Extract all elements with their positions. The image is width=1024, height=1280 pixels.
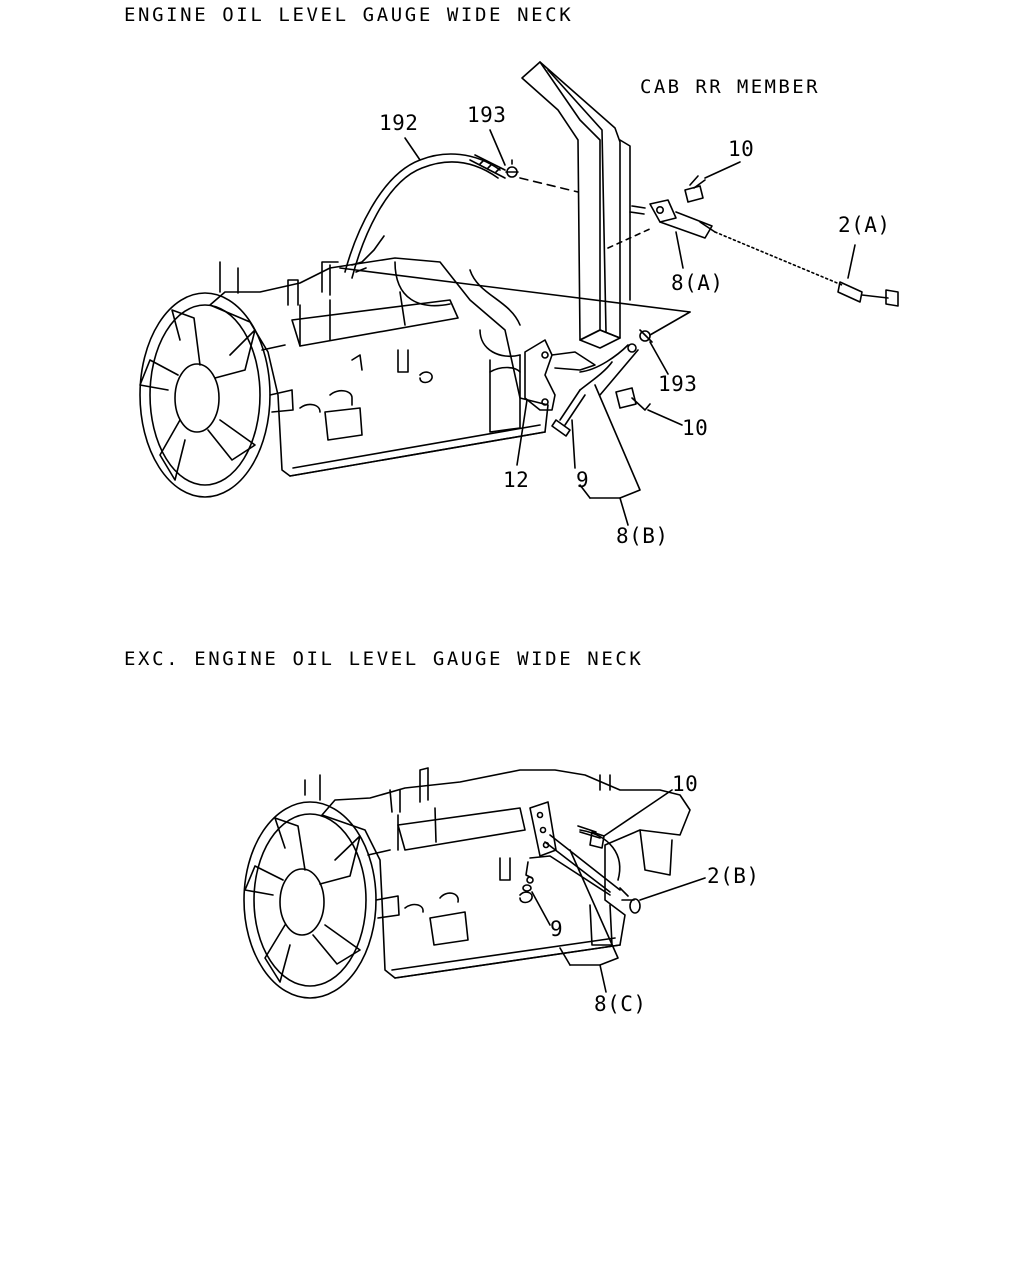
guide-tube-8b xyxy=(552,344,638,468)
cooling-fan-2 xyxy=(244,802,399,998)
cab-rr-member xyxy=(522,62,630,348)
label-part-193-lower: 193 xyxy=(658,372,698,396)
diagram-1-title: ENGINE OIL LEVEL GAUGE WIDE NECK xyxy=(124,4,574,26)
label-part-8b: 8(B) xyxy=(616,524,669,548)
cooling-fan xyxy=(140,293,293,497)
engine-block-2 xyxy=(305,768,690,978)
bolt-10-upper xyxy=(685,162,740,202)
bracket-8a xyxy=(630,200,715,238)
engine-block xyxy=(210,258,548,476)
bolt-10-lower xyxy=(616,388,682,425)
label-part-9: 9 xyxy=(576,468,590,492)
bracket-12 xyxy=(517,340,595,465)
label-part-192: 192 xyxy=(379,111,419,135)
label-part-8a: 8(A) xyxy=(671,271,724,295)
label-part-2b: 2(B) xyxy=(707,864,760,888)
dipstick-2a xyxy=(715,232,898,306)
clip-193-lower xyxy=(640,330,668,374)
diagram-1-drawing xyxy=(0,0,1024,640)
label-part-2a: 2(A) xyxy=(838,213,891,237)
label-part-193-upper: 193 xyxy=(467,103,507,127)
diagram-2-title: EXC. ENGINE OIL LEVEL GAUGE WIDE NECK xyxy=(124,648,644,670)
grommet-9 xyxy=(523,885,550,925)
label-part-8c: 8(C) xyxy=(594,992,647,1016)
label-part-12: 12 xyxy=(503,468,530,492)
bolt-10 xyxy=(578,790,672,848)
hose-192 xyxy=(345,154,505,278)
label-part-10-upper: 10 xyxy=(728,137,755,161)
label-cab-rr-member: CAB RR MEMBER xyxy=(640,76,820,98)
diagram-2-drawing xyxy=(0,640,1024,1280)
bracket-and-dipstick-2b xyxy=(526,802,705,913)
clip-193-upper xyxy=(506,160,578,192)
label-part-10: 10 xyxy=(672,772,699,796)
label-part-9-lower: 9 xyxy=(550,917,564,941)
label-part-10-lower: 10 xyxy=(682,416,709,440)
